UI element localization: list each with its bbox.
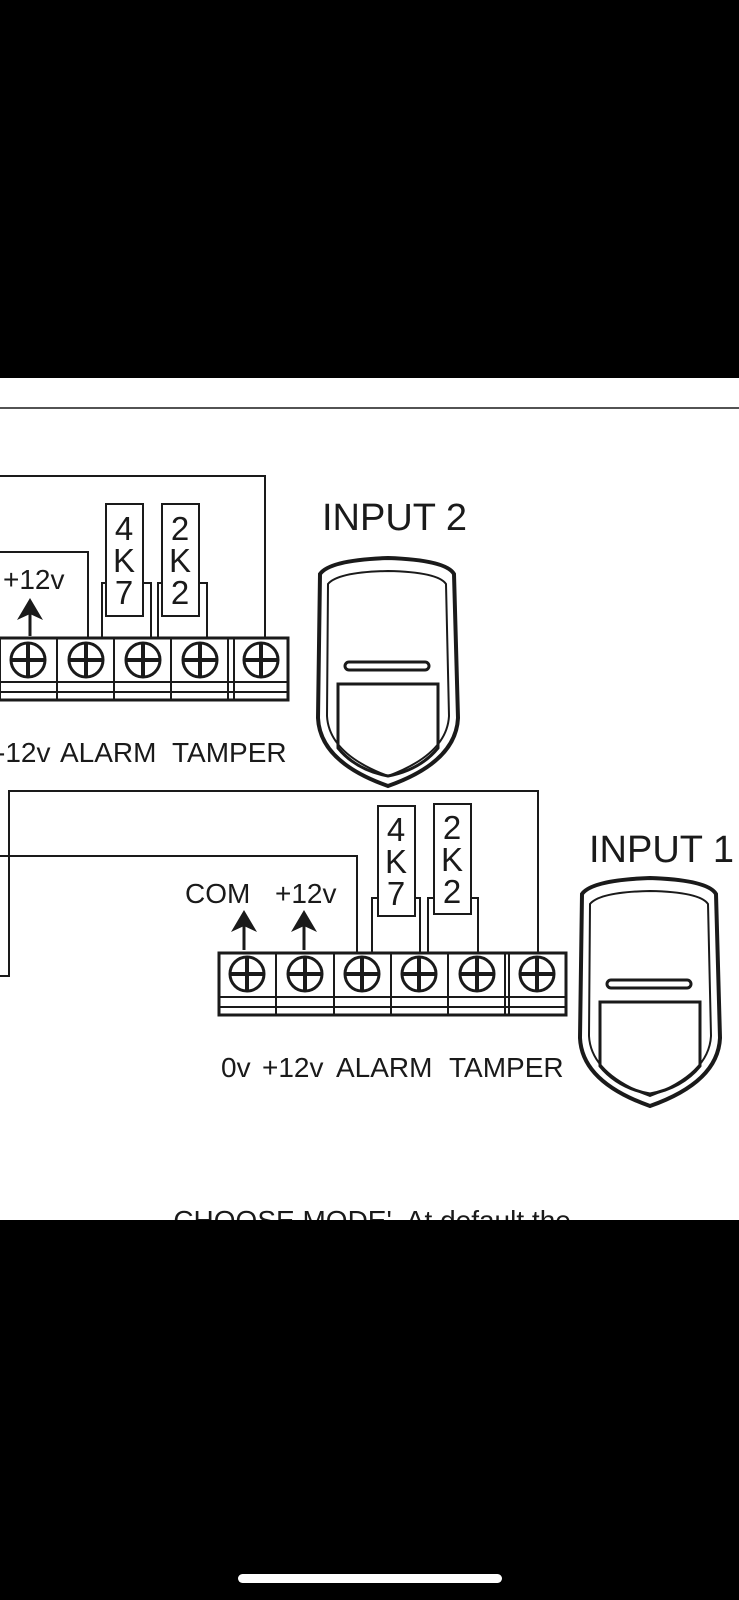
resistor-char: 2 (443, 809, 461, 846)
screw-icon (286, 955, 324, 993)
resistor-2k2-input2: 2 K 2 (161, 503, 200, 617)
resistor-char: 4 (115, 510, 133, 547)
terminal-label: TAMPER (172, 737, 287, 768)
screw-icon (67, 641, 105, 679)
resistor-char: 2 (171, 574, 189, 611)
input2-supply-label: +12v (3, 564, 65, 595)
input1-supply-label: +12v (275, 878, 337, 909)
resistor-2k2-input1: 2 K 2 (433, 803, 472, 915)
screw-icon (458, 955, 496, 993)
resistor-char: 2 (443, 873, 461, 910)
screw-icon (518, 955, 556, 993)
caption-fragment: ...CHOOSE MODE'. At default the (150, 1205, 571, 1220)
terminal-label: ALARM (60, 737, 156, 768)
screw-icon (343, 955, 381, 993)
resistor-char: 4 (387, 811, 405, 848)
screw-icon (124, 641, 162, 679)
home-indicator[interactable] (238, 1574, 502, 1583)
input1-com-label: COM (185, 878, 250, 909)
tamper-loop-wire (0, 790, 539, 977)
resistor-char: 7 (387, 875, 405, 912)
alarm-wire (0, 855, 358, 953)
terminal-label: +12v (262, 1052, 324, 1083)
input-1-title: INPUT 1 (589, 829, 734, 871)
input1-terminal-block (217, 951, 568, 1017)
terminal-label: TAMPER (449, 1052, 564, 1083)
resistor-char: 7 (115, 574, 133, 611)
arrow-up-icon (17, 598, 43, 636)
pir-sensor-icon (577, 875, 723, 1109)
supply-wire (0, 551, 89, 638)
terminal-label: 0v (221, 1052, 251, 1083)
pir-sensor-icon (315, 555, 461, 789)
tamper-loop-wire (0, 475, 266, 638)
screw-icon (400, 955, 438, 993)
arrow-up-icon (231, 910, 257, 950)
resistor-char: K (169, 542, 191, 579)
resistor-char: K (385, 843, 407, 880)
wiring-diagram: 4 K 7 2 K 2 +12v -12v ALARM TAMPER INPUT… (0, 407, 739, 1220)
arrow-up-icon (291, 910, 317, 950)
terminal-label: -12v (0, 737, 50, 768)
resistor-char: 2 (171, 510, 189, 547)
screw-icon (228, 955, 266, 993)
resistor-char: K (441, 841, 463, 878)
resistor-char: K (113, 542, 135, 579)
resistor-4k7-input2: 4 K 7 (105, 503, 144, 617)
screw-icon (9, 641, 47, 679)
screw-icon (242, 641, 280, 679)
terminal-label: ALARM (336, 1052, 432, 1083)
screw-icon (181, 641, 219, 679)
input-2-title: INPUT 2 (322, 497, 467, 539)
resistor-4k7-input1: 4 K 7 (377, 805, 416, 917)
diagram-photo: 4 K 7 2 K 2 +12v -12v ALARM TAMPER INPUT… (0, 378, 739, 1220)
